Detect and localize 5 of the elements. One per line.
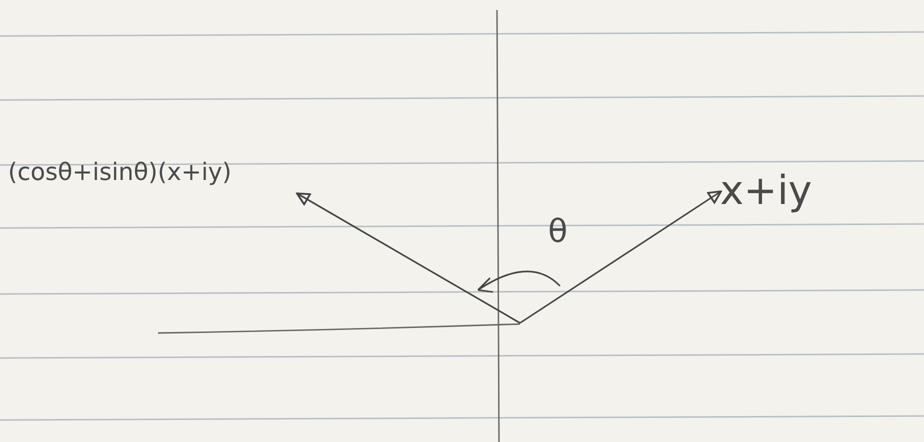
vector-arrow — [296, 192, 520, 324]
vector-arrow — [520, 190, 722, 324]
angle-label: θ — [548, 212, 568, 250]
math-label: (cosθ+isinθ)(x+iy) — [8, 158, 232, 186]
math-label: x+iy — [720, 168, 812, 214]
